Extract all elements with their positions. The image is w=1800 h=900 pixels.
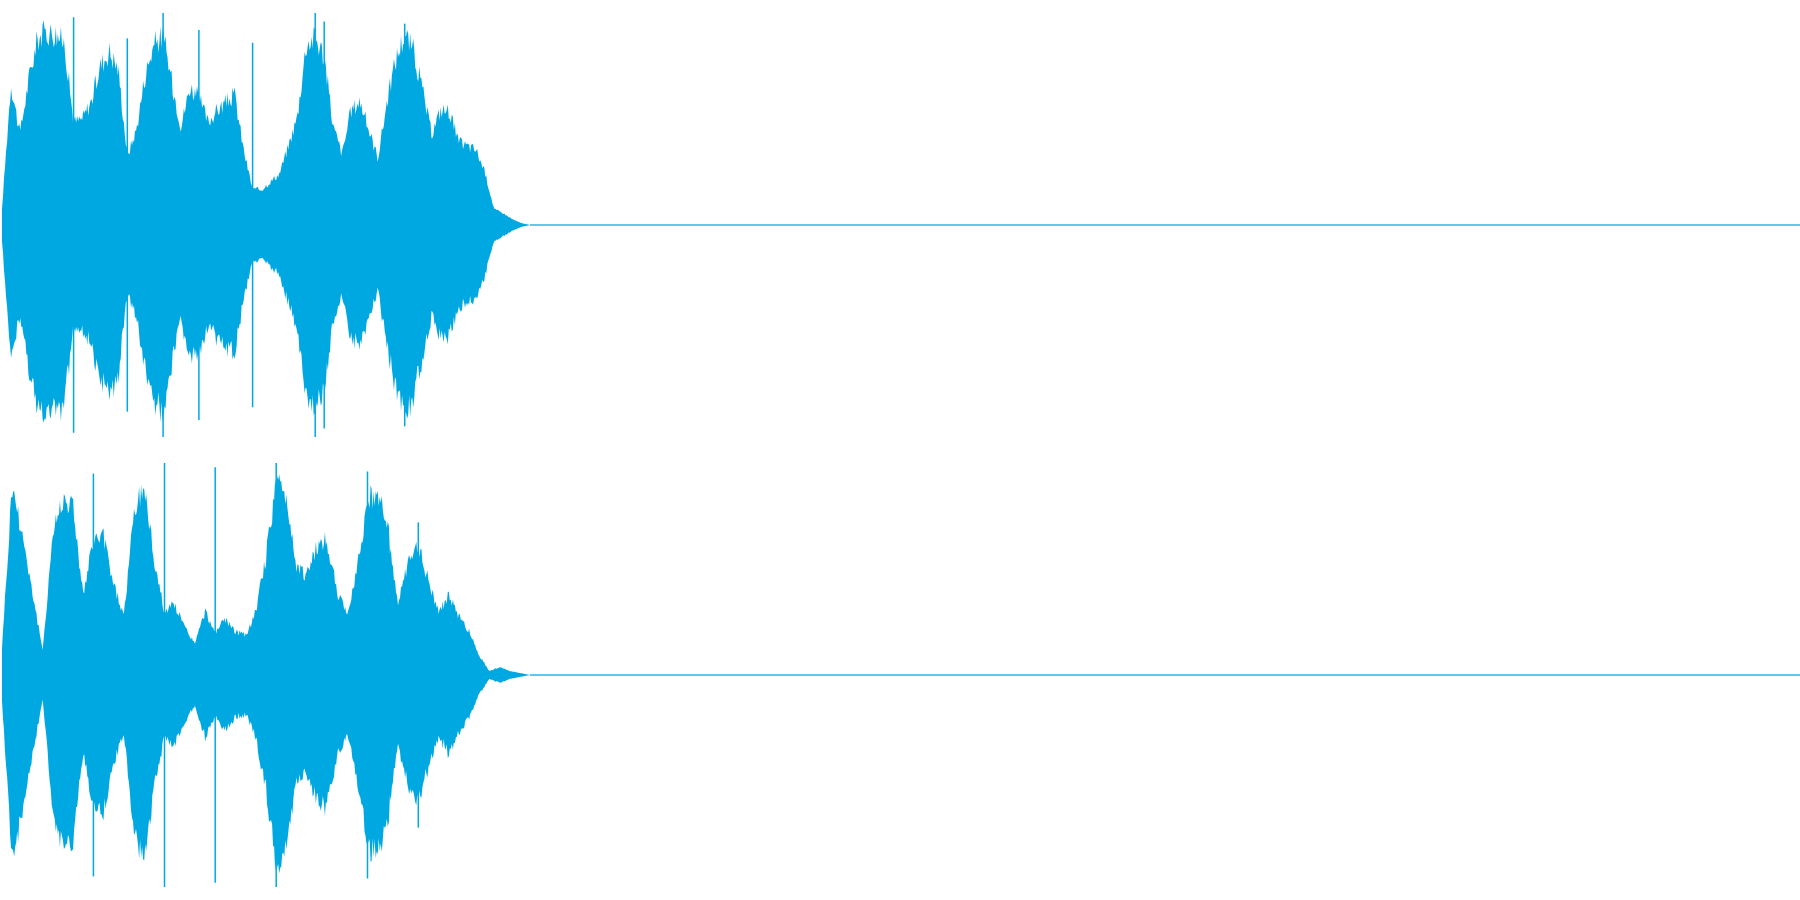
waveform-body (2, 20, 530, 423)
waveform-body (2, 474, 530, 874)
waveform-channel-top (2, 13, 1800, 437)
waveform-channel-bottom (2, 463, 1800, 887)
